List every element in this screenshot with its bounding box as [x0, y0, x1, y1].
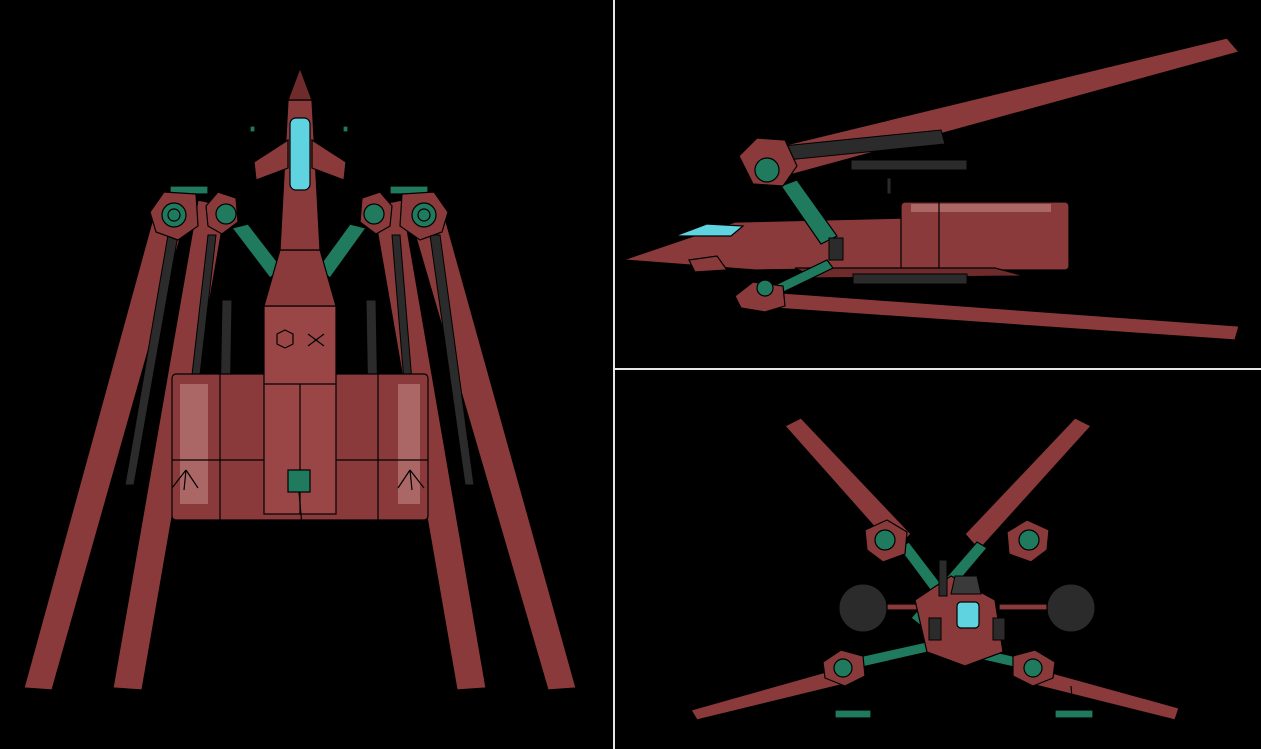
joint-left-outer: [149, 191, 199, 241]
joint-front-ll: [822, 649, 866, 687]
antenna-front: [938, 559, 948, 597]
hip-cap-left: [169, 185, 209, 195]
nose-tip: [287, 66, 313, 101]
antenna-right: [342, 125, 349, 133]
rear-vent: [287, 469, 311, 493]
engine-disc-left: [838, 583, 888, 633]
canopy-front: [956, 601, 980, 629]
fin-side: [688, 255, 729, 273]
panel-left: [928, 617, 942, 641]
joint-front-ul: [864, 519, 908, 563]
claw-left: [171, 469, 199, 491]
fin-top: [950, 575, 982, 595]
canopy: [289, 117, 311, 191]
leg-lower: [740, 289, 1240, 341]
canopy-side: [674, 223, 745, 237]
canard-left: [253, 138, 289, 181]
engine-shine: [911, 204, 1051, 212]
leg-upper-left: [784, 417, 912, 551]
joint-lower: [734, 279, 786, 313]
joint-upper: [738, 137, 798, 187]
landing-skid: [735, 311, 797, 337]
engine-side: [900, 201, 1070, 271]
viewport-top[interactable]: [0, 0, 613, 749]
joint-right-inner: [359, 191, 393, 235]
skid-struts: [850, 685, 1074, 711]
viewport-divider-horizontal[interactable]: [615, 368, 1261, 370]
hex-marking: [276, 329, 294, 349]
panel-side: [828, 237, 844, 261]
viewport-front[interactable]: [615, 370, 1261, 749]
engine-shine-right: [398, 384, 420, 504]
joint-left-inner: [205, 191, 239, 235]
rail-lower: [852, 273, 968, 285]
strut-upper: [780, 179, 838, 245]
rail-mid: [850, 159, 968, 171]
joint-front-ur: [1006, 519, 1050, 563]
arm-right: [317, 223, 368, 279]
antenna-side: [886, 177, 892, 195]
ship-top-view: [23, 66, 577, 691]
skid-left: [834, 709, 872, 719]
joint-right-outer: [399, 191, 449, 241]
canard-right: [311, 138, 347, 181]
antenna-left: [249, 125, 256, 133]
claw-right: [397, 469, 425, 491]
panel-right: [992, 617, 1006, 641]
viewport-side[interactable]: [615, 0, 1261, 368]
leg-upper: [764, 37, 1241, 179]
engine-disc-right: [1046, 583, 1096, 633]
ship-front-view: [690, 417, 1180, 721]
disc-arm-right: [998, 603, 1048, 611]
fuselage-side: [622, 217, 908, 271]
skid-right: [1054, 709, 1094, 719]
ship-side-view: [622, 37, 1241, 341]
strut-right-1: [429, 234, 475, 486]
cross-marking: [307, 333, 325, 347]
viewport-divider-vertical[interactable]: [613, 0, 615, 749]
joint-front-lr: [1012, 649, 1056, 687]
